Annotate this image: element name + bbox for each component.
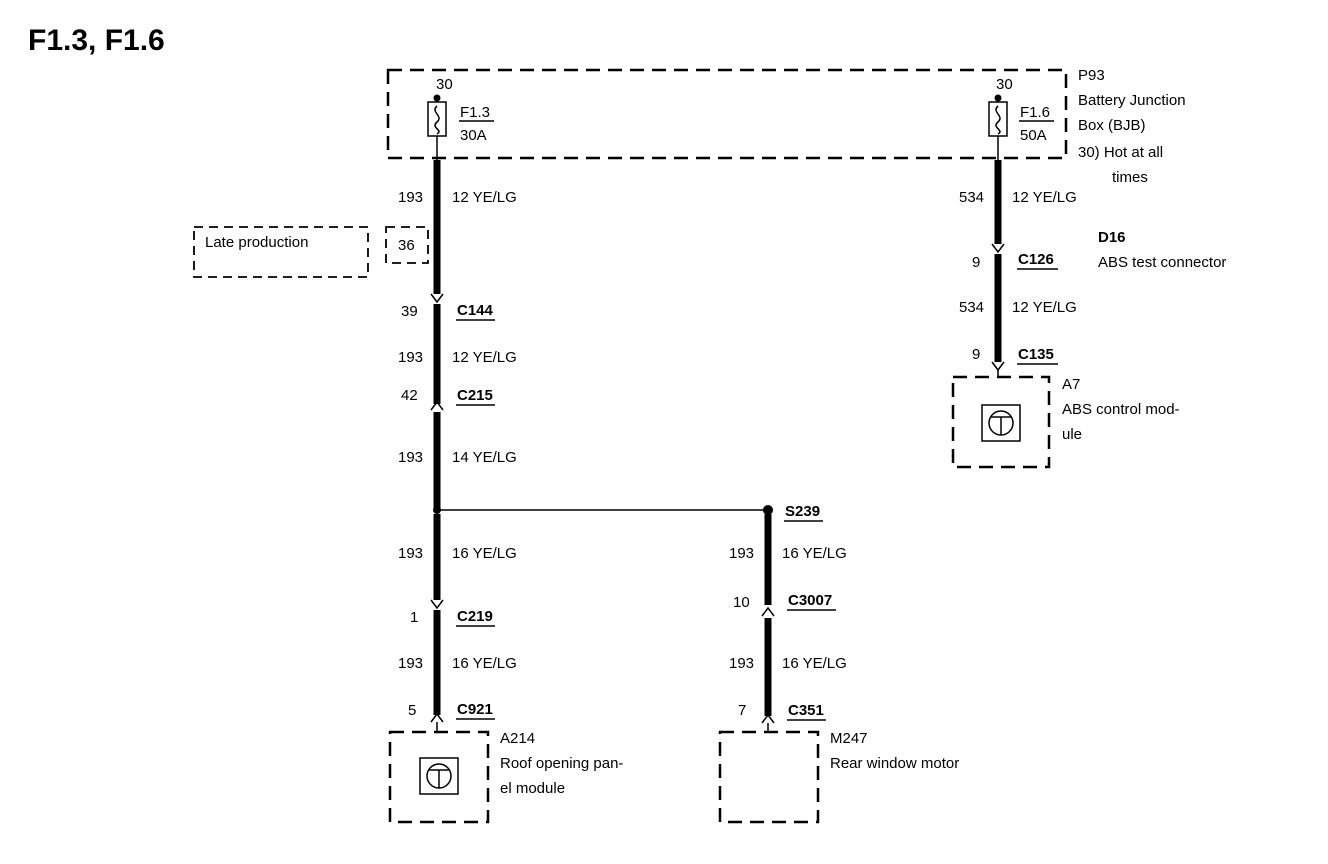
connector-arrow-icon: [430, 293, 444, 304]
c135-pin: 9: [972, 346, 980, 363]
middle-branch: S239 193 16 YE/LG 10 C3007 193 16 YE/LG …: [718, 503, 959, 824]
c219-pin: 1: [410, 609, 418, 626]
c921-label: C921: [457, 701, 493, 718]
fuse-left-terminal: 30: [436, 76, 453, 93]
connector-arrow-icon: [761, 606, 775, 617]
c351-pin: 7: [738, 702, 746, 719]
fuse-right-id: F1.6: [1020, 104, 1050, 121]
fuse-f1-3: 30 F1.3 30A: [427, 76, 494, 162]
connector-arrow-icon: [430, 599, 444, 610]
bjb-note-line2: times: [1112, 169, 1148, 186]
roof-module-box: [388, 730, 490, 824]
fuse-icon: [427, 101, 447, 137]
mid-w2-circuit: 193: [729, 655, 754, 672]
connector-arrow-icon: [991, 243, 1005, 254]
fuse-right-terminal: 30: [996, 76, 1013, 93]
abs-module-name-line2: ule: [1062, 426, 1082, 443]
right-w1-circuit: 534: [959, 189, 984, 206]
left-w1-wire: 12 YE/LG: [452, 189, 517, 206]
left-w4-wire: 16 YE/LG: [452, 545, 517, 562]
bjb-name-line2: Box (BJB): [1078, 117, 1146, 134]
rear-motor-box: [718, 730, 820, 824]
c3007-pin: 10: [733, 594, 750, 611]
diagram-title: F1.3, F1.6: [28, 24, 165, 57]
splice-label: S239: [785, 503, 820, 520]
fuse-right-rating: 50A: [1020, 127, 1047, 144]
abs-module-name-line1: ABS control mod-: [1062, 401, 1180, 418]
left-w2-wire: 12 YE/LG: [452, 349, 517, 366]
fuse-f1-6: 30 F1.6 50A: [988, 76, 1054, 162]
module-symbol-icon: [981, 404, 1021, 442]
left-w4-circuit: 193: [398, 545, 423, 562]
connector-arrow-icon: [761, 713, 775, 724]
bjb-name-line1: Battery Junction: [1078, 92, 1186, 109]
c921-pin: 5: [408, 702, 416, 719]
left-w3-circuit: 193: [398, 449, 423, 466]
abs-module-box: [951, 375, 1051, 469]
late-production-label: Late production: [205, 234, 308, 251]
left-w1-circuit: 193: [398, 189, 423, 206]
left-branch: 193 12 YE/LG Late production 36 39 C144 …: [193, 160, 623, 824]
bjb-id: P93: [1078, 67, 1105, 84]
roof-module-name-line1: Roof opening pan-: [500, 755, 623, 772]
d16-id: D16: [1098, 229, 1126, 246]
connector-arrow-icon: [430, 712, 444, 723]
d16-name: ABS test connector: [1098, 254, 1226, 271]
bjb-note-line1: 30) Hot at all: [1078, 144, 1163, 161]
connector-arrow-icon: [991, 361, 1005, 372]
left-w5-circuit: 193: [398, 655, 423, 672]
c215-label: C215: [457, 387, 493, 404]
roof-module-name-line2: el module: [500, 780, 565, 797]
rear-motor-name: Rear window motor: [830, 755, 959, 772]
connector-arrow-icon: [430, 400, 444, 411]
right-branch: 534 12 YE/LG D16 ABS test connector 9 C1…: [951, 160, 1226, 469]
late-production-box: [193, 226, 369, 278]
right-w2-circuit: 534: [959, 299, 984, 316]
right-w1-wire: 12 YE/LG: [1012, 189, 1077, 206]
c144-pin: 39: [401, 303, 418, 320]
fuse-left-rating: 30A: [460, 127, 487, 144]
splice-dot-icon: [763, 505, 773, 515]
rear-motor-id: M247: [830, 730, 868, 747]
c126-label: C126: [1018, 251, 1054, 268]
fuse-left-id: F1.3: [460, 104, 490, 121]
right-w2-wire: 12 YE/LG: [1012, 299, 1077, 316]
c126-pin: 9: [972, 254, 980, 271]
mid-w1-circuit: 193: [729, 545, 754, 562]
c3007-label: C3007: [788, 592, 832, 609]
c215-pin: 42: [401, 387, 418, 404]
left-w2-circuit: 193: [398, 349, 423, 366]
late-production-pin: 36: [398, 237, 415, 254]
bjb-box: [386, 68, 1068, 160]
roof-module-id: A214: [500, 730, 535, 747]
late-production-pin-box: [385, 226, 429, 264]
module-symbol-icon: [419, 757, 459, 795]
fuse-icon: [988, 101, 1008, 137]
mid-w2-wire: 16 YE/LG: [782, 655, 847, 672]
c144-label: C144: [457, 302, 494, 319]
left-w3-wire: 14 YE/LG: [452, 449, 517, 466]
c135-label: C135: [1018, 346, 1054, 363]
c351-label: C351: [788, 702, 824, 719]
abs-module-id: A7: [1062, 376, 1080, 393]
mid-w1-wire: 16 YE/LG: [782, 545, 847, 562]
left-w5-wire: 16 YE/LG: [452, 655, 517, 672]
c219-label: C219: [457, 608, 493, 625]
